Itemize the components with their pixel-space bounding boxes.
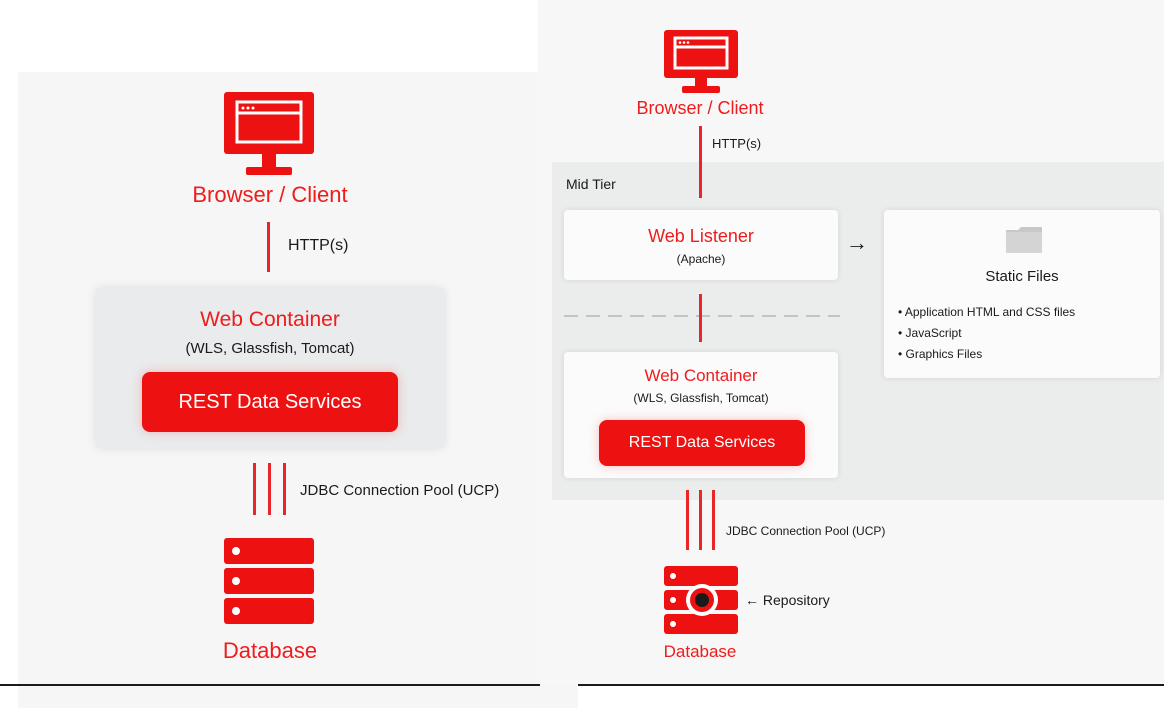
folder-icon: [1006, 227, 1042, 253]
monitor-icon: [224, 92, 314, 175]
static-files-title: Static Files: [985, 268, 1059, 285]
pool-line-2: [699, 490, 702, 550]
pool-line-1: [253, 463, 256, 515]
web-listener-subtitle: (Apache): [676, 252, 726, 266]
web-listener-box: [564, 210, 838, 280]
http-connector-line: [267, 222, 270, 272]
pool-label: JDBC Connection Pool (UCP): [726, 524, 886, 538]
database-label: Database: [222, 638, 318, 663]
pool-line-3: [712, 490, 715, 550]
mid-tier-label: Mid Tier: [566, 176, 616, 192]
repository-label: ← Repository: [745, 592, 830, 608]
web-container-subtitle: (WLS, Glassfish, Tomcat): [633, 391, 769, 405]
database-label: Database: [663, 642, 737, 661]
pool-label: JDBC Connection Pool (UCP): [300, 482, 500, 499]
web-container-title: Web Container: [200, 308, 340, 331]
client-label: Browser / Client: [192, 182, 348, 207]
bottom-rule-left: [0, 684, 540, 686]
static-file-item: • Application HTML and CSS files: [898, 305, 1076, 319]
web-listener-title: Web Listener: [648, 226, 754, 246]
web-container-subtitle: (WLS, Glassfish, Tomcat): [185, 340, 355, 357]
static-file-item: • Graphics Files: [898, 347, 983, 361]
pool-line-2: [268, 463, 271, 515]
arrow-to-static-files: →: [846, 230, 868, 255]
rest-data-services-box: REST Data Services: [599, 420, 805, 466]
web-container-title: Web Container: [644, 366, 758, 385]
listener-to-container-line: [699, 294, 702, 342]
http-connector-line: [699, 126, 702, 198]
monitor-icon: [664, 30, 738, 93]
pool-line-3: [283, 463, 286, 515]
bottom-rule-right: [578, 684, 1164, 686]
dashed-divider: [564, 315, 840, 317]
protocol-label: HTTP(s): [712, 136, 762, 151]
static-file-item: • JavaScript: [898, 326, 962, 340]
database-repository-icon: [664, 566, 738, 634]
client-label: Browser / Client: [636, 98, 764, 118]
rest-data-services-box: REST Data Services: [142, 372, 398, 432]
protocol-label: HTTP(s): [288, 237, 349, 254]
pool-line-1: [686, 490, 689, 550]
database-icon: [224, 538, 314, 624]
